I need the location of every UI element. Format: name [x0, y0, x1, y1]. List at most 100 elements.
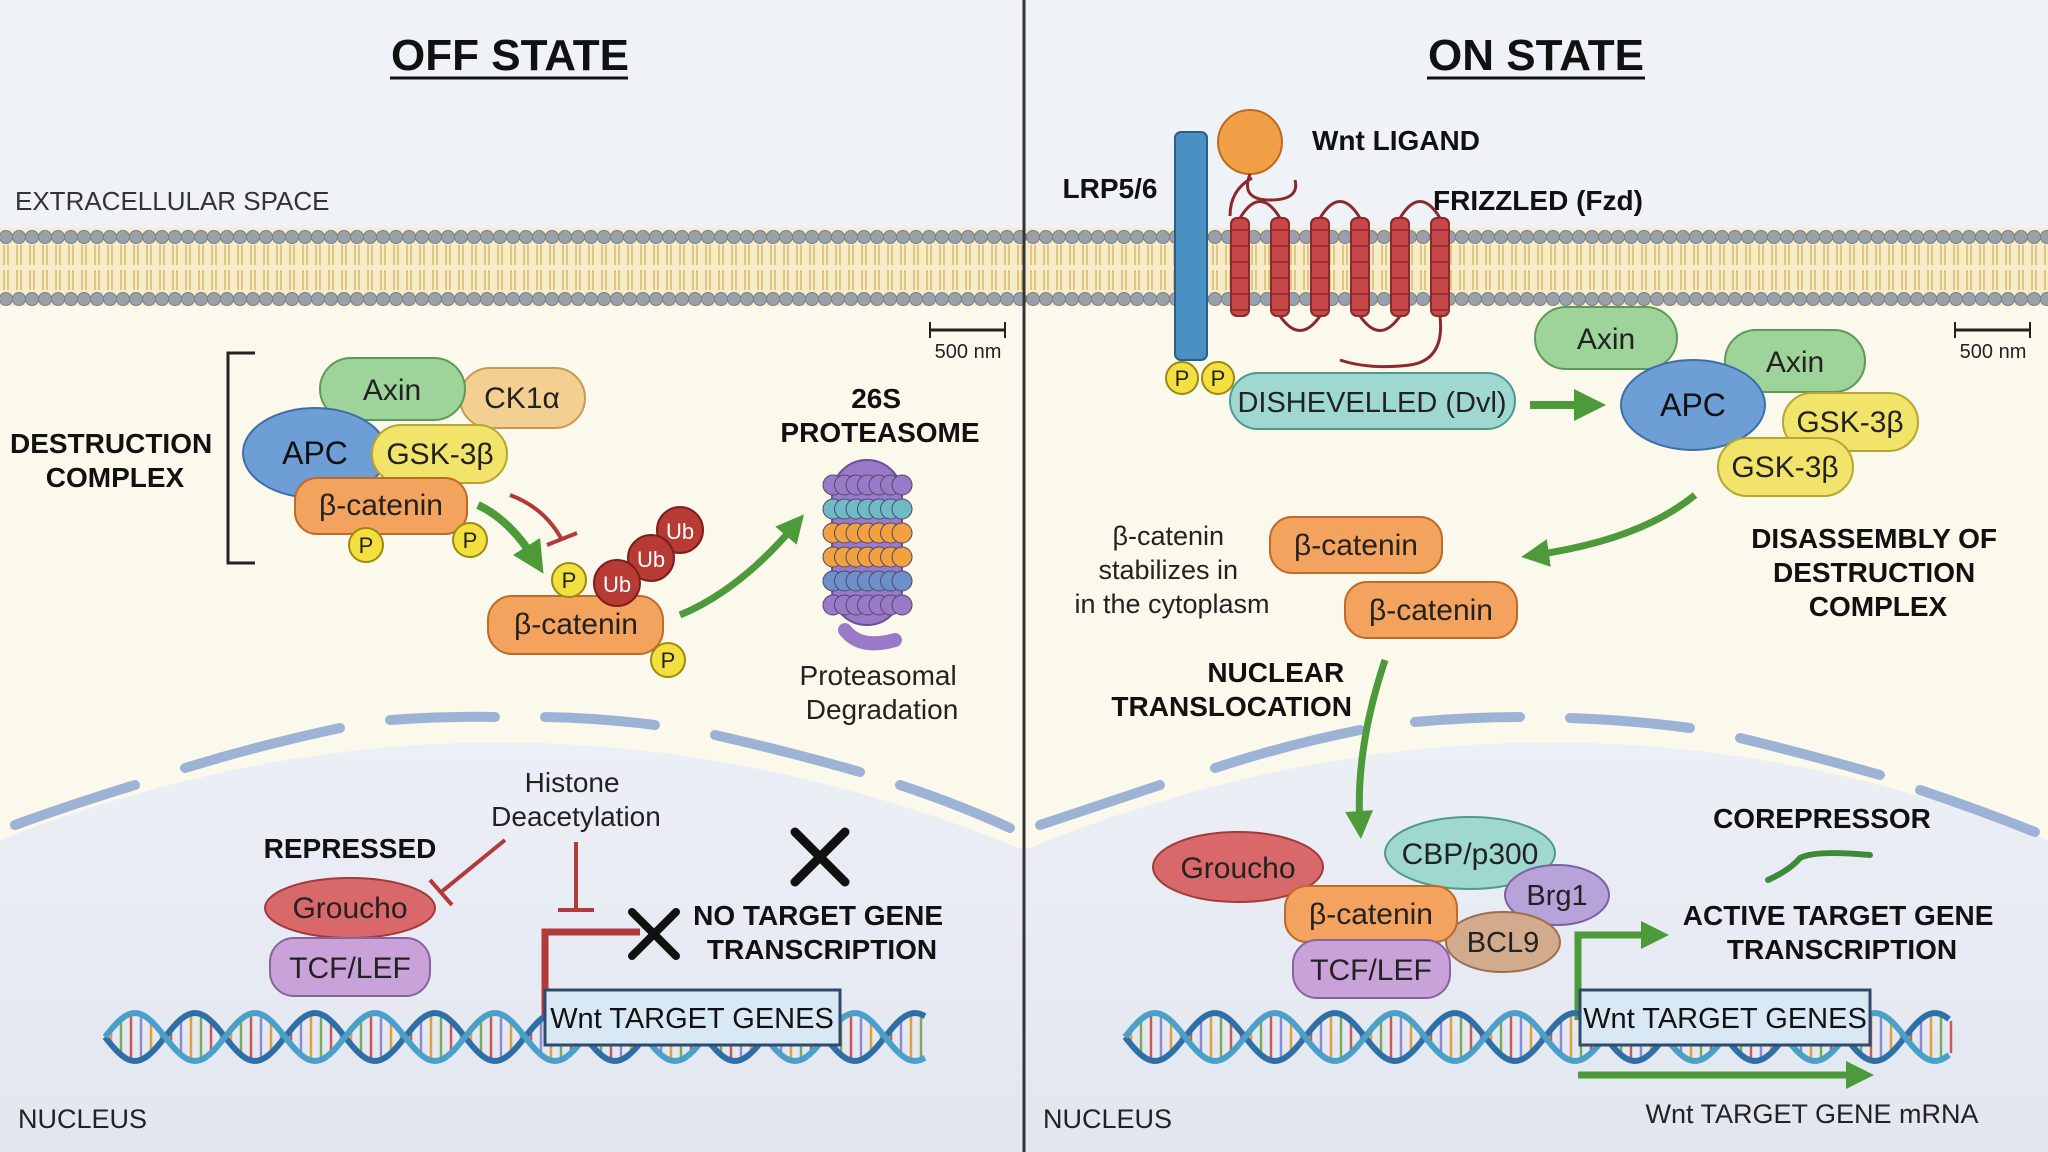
proteasome-label: 26S PROTEASOME — [780, 383, 979, 448]
svg-text:CK1α: CK1α — [484, 382, 560, 415]
svg-text:DISHEVELLED (Dvl): DISHEVELLED (Dvl) — [1237, 387, 1506, 419]
protein-beta-catenin-stable-1: β-catenin — [1269, 516, 1443, 574]
svg-text:Ub: Ub — [666, 519, 694, 544]
phospho-p: P — [551, 562, 587, 598]
protein-cbp-p300: CBP/p300 — [1384, 816, 1556, 890]
protein-bcl9: BCL9 — [1445, 911, 1561, 973]
svg-text:P: P — [661, 648, 676, 673]
svg-text:Groucho: Groucho — [292, 892, 407, 925]
protein-gsk3b-on-2: GSK-3β — [1717, 437, 1854, 497]
target-genes-box-off: Wnt TARGET GENES — [543, 988, 842, 1047]
protein-gsk3b-on-1: GSK-3β — [1782, 392, 1919, 452]
frizzled-label: FRIZZLED (Fzd) — [1433, 185, 1643, 216]
svg-text:β-catenin: β-catenin — [319, 489, 443, 522]
ubiquitin: Ub — [627, 534, 675, 582]
histone-label: Histone Deacetylation — [491, 767, 661, 832]
arrow-to-proteasome — [678, 514, 805, 619]
active-transcription-label: ACTIVE TARGET GENE TRANSCRIPTION — [1683, 900, 2001, 965]
protein-beta-catenin-complex: β-catenin — [294, 477, 468, 535]
stabilizes-label: β-catenin stabilizes in in the cytoplasm — [1074, 521, 1269, 619]
svg-text:Groucho: Groucho — [1180, 852, 1295, 885]
lrp-receptor — [1174, 131, 1208, 361]
protein-groucho-on: Groucho — [1152, 831, 1324, 903]
svg-text:P: P — [359, 533, 374, 558]
degradation-label: Proteasomal Degradation — [800, 660, 965, 725]
phospho-p: P — [1201, 361, 1235, 395]
close-x-icon — [790, 827, 850, 887]
protein-dishevelled: DISHEVELLED (Dvl) — [1229, 372, 1516, 430]
disassembly-label: DISASSEMBLY OF DESTRUCTION COMPLEX — [1751, 523, 2005, 622]
inhibition-line — [438, 838, 507, 895]
protein-tcf-lef-on: TCF/LEF — [1292, 939, 1451, 999]
scale-label-left: 500 nm — [935, 341, 1002, 363]
svg-text:CBP/p300: CBP/p300 — [1402, 838, 1539, 871]
svg-text:β-catenin: β-catenin — [1294, 529, 1418, 562]
phospho-p: P — [348, 527, 384, 563]
protein-gsk3b: GSK-3β — [371, 424, 508, 484]
arrow-to-ubiquitination — [476, 501, 544, 574]
target-genes-box-on: Wnt TARGET GENES — [1578, 988, 1872, 1047]
frizzled-receptor — [1228, 176, 1450, 369]
wnt-ligand-label: Wnt LIGAND — [1312, 125, 1480, 156]
protein-tcf-lef-off: TCF/LEF — [269, 937, 431, 997]
complex-bracket — [226, 351, 255, 565]
protein-apc-on: APC — [1620, 359, 1766, 451]
corepressor-label: COREPRESSOR — [1713, 803, 1931, 834]
svg-text:β-catenin: β-catenin — [514, 608, 638, 641]
svg-text:BCL9: BCL9 — [1467, 927, 1540, 959]
svg-text:P: P — [1175, 366, 1190, 391]
svg-text:GSK-3β: GSK-3β — [1796, 406, 1903, 439]
protein-beta-catenin-stable-2: β-catenin — [1344, 581, 1518, 639]
no-transcription-label: NO TARGET GENE TRANSCRIPTION — [693, 900, 951, 965]
ubiquitin: Ub — [593, 559, 641, 607]
svg-text:GSK-3β: GSK-3β — [386, 438, 493, 471]
translocation-label: NUCLEAR TRANSLOCATION — [1111, 657, 1352, 722]
destruction-complex-label: DESTRUCTION COMPLEX — [10, 428, 220, 493]
inhibition-bar — [428, 878, 454, 907]
nuclear-envelope-right — [1035, 712, 2040, 837]
svg-text:TCF/LEF: TCF/LEF — [289, 952, 411, 985]
inhibition-line — [509, 493, 564, 541]
svg-text:P: P — [562, 568, 577, 593]
svg-text:Axin: Axin — [363, 374, 421, 407]
nucleus-label-right: NUCLEUS — [1043, 1104, 1172, 1134]
lrp-label: LRP5/6 — [1063, 173, 1158, 204]
phospho-p: P — [650, 642, 686, 678]
nuclear-envelope-left — [10, 711, 1015, 833]
phospho-p: P — [452, 522, 488, 558]
svg-text:β-catenin: β-catenin — [1309, 898, 1433, 931]
svg-text:Brg1: Brg1 — [1526, 880, 1587, 912]
extracellular-label: EXTRACELLULAR SPACE — [15, 186, 330, 216]
svg-text:Axin: Axin — [1577, 323, 1635, 356]
svg-text:GSK-3β: GSK-3β — [1731, 451, 1838, 484]
svg-text:P: P — [463, 528, 478, 553]
small-x-icon — [628, 908, 680, 960]
arrow-nuclear-translocation — [1345, 658, 1389, 839]
ubiquitin: Ub — [656, 506, 704, 554]
protein-axin-on-1: Axin — [1534, 306, 1678, 370]
svg-text:Wnt TARGET GENES: Wnt TARGET GENES — [550, 1003, 834, 1035]
repressed-label: REPRESSED — [264, 833, 437, 864]
scale-label-right: 500 nm — [1960, 341, 2027, 363]
svg-text:β-catenin: β-catenin — [1369, 594, 1493, 627]
protein-ck1: CK1α — [459, 367, 586, 429]
off-title: OFF STATE — [391, 31, 629, 80]
nucleus-label-left: NUCLEUS — [18, 1104, 147, 1134]
active-promoter-arrow — [1574, 921, 1669, 1020]
protein-beta-catenin-nuclear: β-catenin — [1284, 885, 1458, 943]
protein-groucho-off: Groucho — [264, 877, 436, 939]
svg-text:APC: APC — [282, 435, 348, 471]
svg-text:Wnt TARGET GENES: Wnt TARGET GENES — [1583, 1003, 1867, 1035]
on-title: ON STATE — [1428, 31, 1644, 80]
arrow-to-stabilized — [1521, 492, 1698, 567]
displaced-corepressor — [1765, 850, 1873, 883]
wnt-ligand — [1217, 109, 1298, 202]
protein-axin-on-2: Axin — [1724, 329, 1866, 393]
protein-brg1: Brg1 — [1504, 864, 1610, 926]
svg-text:APC: APC — [1660, 387, 1726, 423]
inhibition-bar — [546, 531, 578, 547]
svg-text:TCF/LEF: TCF/LEF — [1310, 954, 1432, 987]
svg-text:P: P — [1211, 366, 1226, 391]
nucleus-left — [0, 742, 1024, 1152]
